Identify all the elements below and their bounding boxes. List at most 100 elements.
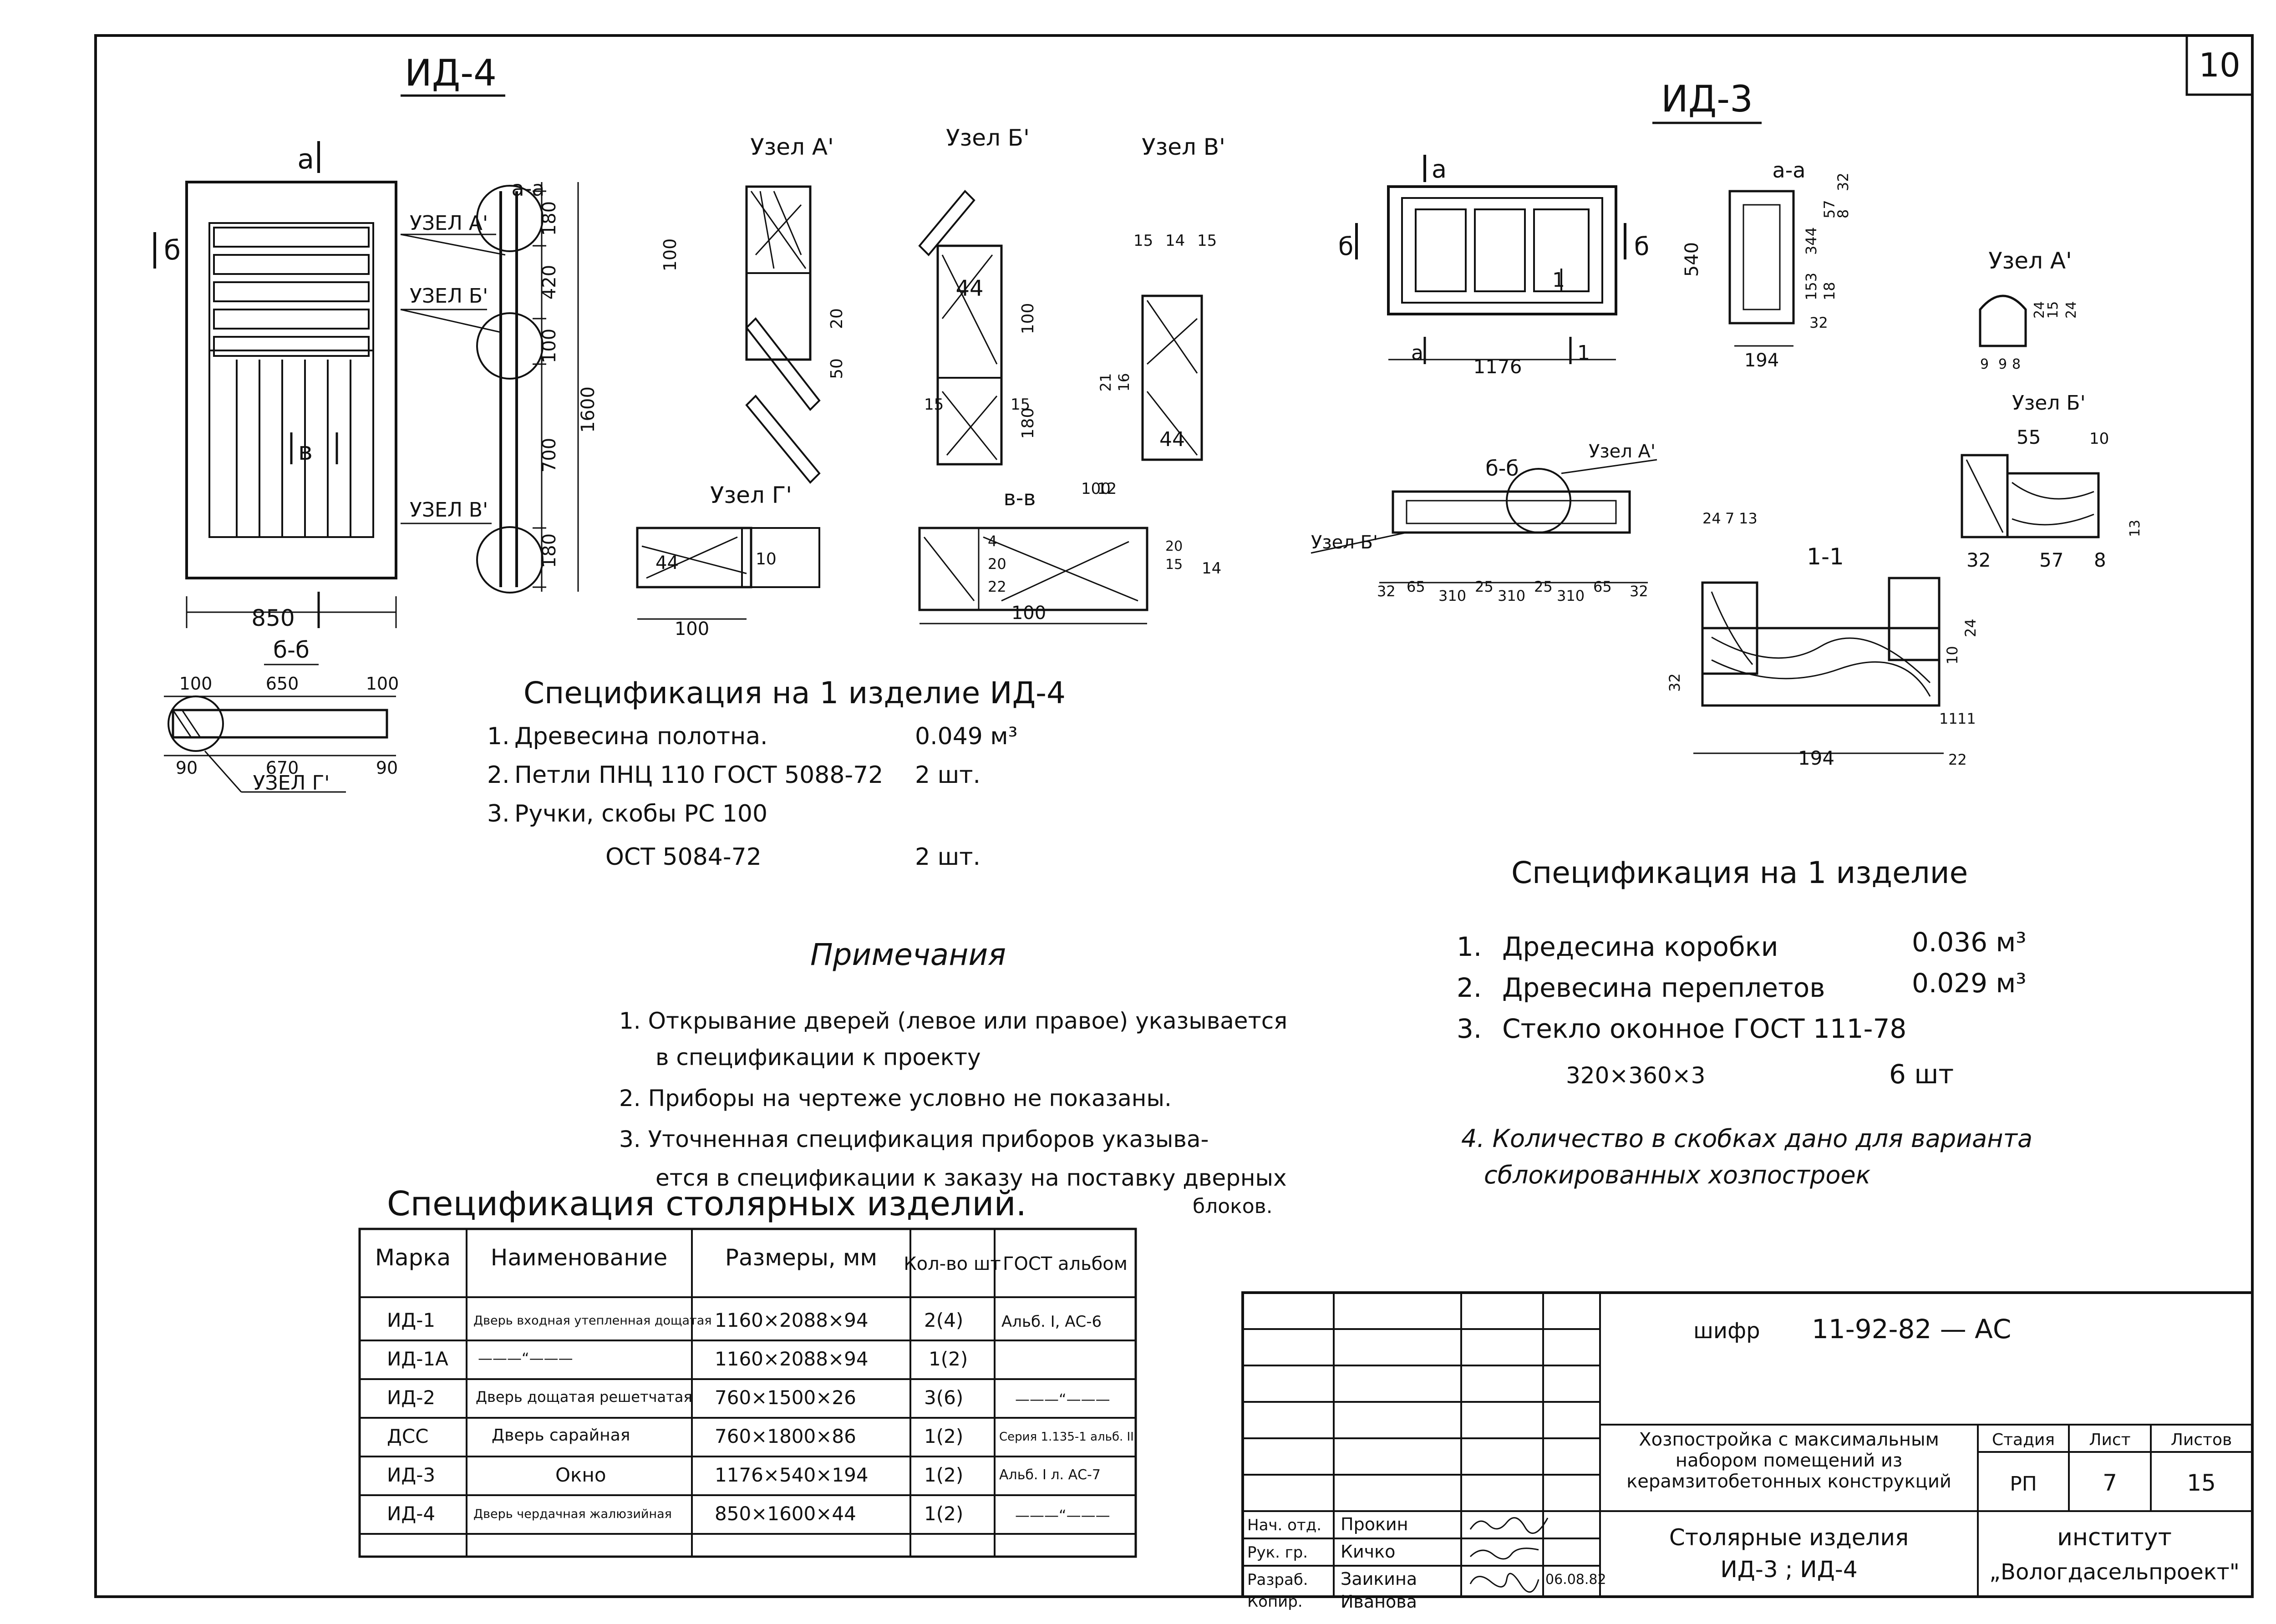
svg-text:310: 310 bbox=[1498, 587, 1525, 604]
table-row: ИД-4 Дверь чердачная жалюзийная 850×1600… bbox=[387, 1502, 1110, 1525]
section-b-label: б bbox=[164, 234, 181, 266]
notes: Примечания 1. Открывание дверей (левое и… bbox=[619, 937, 1287, 1218]
project-name: Хозпостройка с максимальным набором поме… bbox=[1626, 1429, 1951, 1492]
svg-text:310: 310 bbox=[1557, 587, 1585, 604]
svg-text:8: 8 bbox=[2012, 356, 2021, 372]
svg-text:шифр: шифр bbox=[1693, 1318, 1760, 1344]
svg-text:Лист: Лист bbox=[2089, 1431, 2130, 1449]
svg-text:1176×540×194: 1176×540×194 bbox=[715, 1464, 869, 1486]
title-block: шифр 11-92-82 — АС Хозпостройка с максим… bbox=[1241, 1291, 2254, 1612]
svg-text:Альб. I л. АС-7: Альб. I л. АС-7 bbox=[999, 1467, 1101, 1483]
section-bb: б-б 100 650 100 670 90 90 УЗЕЛ Г' bbox=[164, 637, 399, 795]
svg-text:24: 24 bbox=[1962, 619, 1979, 637]
svg-text:32: 32 bbox=[1809, 314, 1828, 331]
svg-text:420: 420 bbox=[539, 265, 560, 299]
svg-text:20: 20 bbox=[1165, 538, 1183, 554]
svg-text:8: 8 bbox=[1834, 209, 1852, 218]
svg-text:10: 10 bbox=[2089, 430, 2109, 448]
svg-text:20: 20 bbox=[988, 555, 1006, 573]
svg-text:90: 90 bbox=[376, 758, 398, 778]
node-v-detail: Узел В' 15 14 15 21 16 44 bbox=[1097, 134, 1225, 461]
svg-text:100: 100 bbox=[366, 674, 399, 694]
svg-text:32: 32 bbox=[1630, 583, 1648, 600]
drawing-code: 11-92-82 — АС bbox=[1812, 1314, 2011, 1345]
spec-ud3: Спецификация на 1 изделие 1. Дредесина к… bbox=[1457, 855, 2032, 1189]
table-row: ИД-1А ———“——— 1160×2088×94 1(2) bbox=[387, 1348, 968, 1370]
spec-ud4: Спецификация на 1 изделие ИД-4 1. Древес… bbox=[487, 675, 1066, 871]
svg-text:Альб. I, АС-6: Альб. I, АС-6 bbox=[1001, 1313, 1102, 1331]
joinery-table: Спецификация столярных изделий. Марка На… bbox=[358, 1184, 1137, 1558]
svg-text:1176: 1176 bbox=[1473, 355, 1522, 378]
svg-text:15: 15 bbox=[1197, 232, 1217, 250]
svg-text:в спецификации к проекту: в спецификации к проекту bbox=[655, 1044, 981, 1071]
svg-text:Дверь сарайная: Дверь сарайная bbox=[492, 1426, 630, 1445]
svg-text:Узел А': Узел А' bbox=[1589, 441, 1656, 462]
section-a-label: а bbox=[297, 143, 314, 175]
svg-text:22: 22 bbox=[1948, 751, 1967, 768]
sheet-frame bbox=[94, 34, 2254, 1598]
svg-text:2 шт.: 2 шт. bbox=[915, 843, 981, 871]
svg-text:57: 57 bbox=[1821, 200, 1838, 218]
svg-text:670: 670 bbox=[266, 758, 299, 778]
svg-text:15: 15 bbox=[924, 396, 944, 414]
svg-text:100: 100 bbox=[1011, 603, 1046, 624]
svg-text:ИД-1А: ИД-1А bbox=[387, 1348, 448, 1370]
svg-text:44: 44 bbox=[955, 276, 983, 301]
svg-text:3(6): 3(6) bbox=[924, 1386, 963, 1409]
node-label-a: УЗЕЛ А' bbox=[410, 212, 488, 235]
svg-text:ДСС: ДСС bbox=[387, 1425, 428, 1447]
sheet-number-box bbox=[2185, 34, 2254, 96]
svg-text:1.: 1. bbox=[1457, 931, 1482, 962]
signatures bbox=[1469, 1517, 1549, 1593]
svg-text:540: 540 bbox=[1682, 242, 1702, 277]
svg-text:Древесина полотна.: Древесина полотна. bbox=[514, 723, 768, 750]
svg-text:ИД-2: ИД-2 bbox=[387, 1386, 435, 1409]
table-header: Размеры, мм bbox=[725, 1244, 877, 1271]
svg-text:1-1: 1-1 bbox=[1807, 543, 1844, 570]
svg-text:44: 44 bbox=[1159, 428, 1185, 451]
node-label-v: УЗЕЛ В' bbox=[410, 498, 488, 522]
svg-text:100: 100 bbox=[179, 674, 213, 694]
svg-text:3. Уточненная спецификация при: 3. Уточненная спецификация приборов указ… bbox=[619, 1126, 1209, 1152]
svg-text:194: 194 bbox=[1744, 350, 1779, 371]
svg-text:24: 24 bbox=[1702, 510, 1721, 527]
svg-text:4. Количество в скобках дано д: 4. Количество в скобках дано для вариант… bbox=[1461, 1124, 2032, 1153]
svg-text:100: 100 bbox=[1081, 480, 1111, 498]
svg-text:100: 100 bbox=[660, 239, 680, 272]
svg-text:6 шт: 6 шт bbox=[1889, 1059, 1954, 1090]
svg-text:Дверь чердачная жалюзийная: Дверь чердачная жалюзийная bbox=[473, 1507, 672, 1521]
svg-text:0.029 м³: 0.029 м³ bbox=[1912, 968, 2026, 999]
node-a-detail: Узел А' 100 20 50 bbox=[660, 134, 846, 484]
svg-text:14: 14 bbox=[1202, 559, 1221, 578]
institute-name: „Вологдасельпроект" bbox=[1989, 1559, 2240, 1585]
svg-text:ИД-3: ИД-3 bbox=[387, 1464, 435, 1486]
svg-text:Узел А': Узел А' bbox=[1988, 248, 2072, 274]
svg-text:850×1600×44: 850×1600×44 bbox=[715, 1502, 856, 1525]
date: 06.08.82 bbox=[1545, 1572, 1606, 1588]
svg-text:1: 1 bbox=[1552, 269, 1565, 292]
table-row: ДСС Дверь сарайная 760×1800×86 1(2) Сери… bbox=[387, 1425, 1134, 1447]
svg-text:153: 153 bbox=[1803, 273, 1820, 300]
svg-text:ИД-4: ИД-4 bbox=[387, 1502, 435, 1525]
svg-text:15: 15 bbox=[1011, 396, 1030, 414]
svg-text:Листов: Листов bbox=[2171, 1431, 2232, 1449]
svg-text:760×1500×26: 760×1500×26 bbox=[715, 1386, 856, 1409]
svg-text:Рук. гр.: Рук. гр. bbox=[1247, 1543, 1308, 1562]
drawing-title-ud3: ИД-3 bbox=[1661, 78, 1753, 120]
svg-text:Серия 1.135-1 альб. II: Серия 1.135-1 альб. II bbox=[999, 1430, 1134, 1444]
svg-text:100: 100 bbox=[675, 619, 709, 639]
table-row: ИД-1 Дверь входная утепленная дощатая 11… bbox=[387, 1309, 1102, 1331]
svg-text:1(2): 1(2) bbox=[929, 1348, 968, 1370]
svg-text:2. Приборы на чертеже условно: 2. Приборы на чертеже условно не показан… bbox=[619, 1085, 1172, 1111]
svg-text:ИД-1: ИД-1 bbox=[387, 1309, 435, 1331]
svg-text:20: 20 bbox=[828, 308, 846, 329]
svg-text:Кичко: Кичко bbox=[1341, 1542, 1395, 1562]
svg-text:1(2): 1(2) bbox=[924, 1425, 963, 1447]
svg-text:7: 7 bbox=[1725, 510, 1734, 527]
joinery-table-title: Спецификация столярных изделий. bbox=[387, 1184, 1026, 1223]
svg-text:Узел Б': Узел Б' bbox=[2012, 391, 2086, 415]
svg-text:а-а: а-а bbox=[1773, 158, 1806, 183]
svg-text:4: 4 bbox=[988, 533, 997, 550]
svg-text:32: 32 bbox=[1834, 173, 1852, 191]
